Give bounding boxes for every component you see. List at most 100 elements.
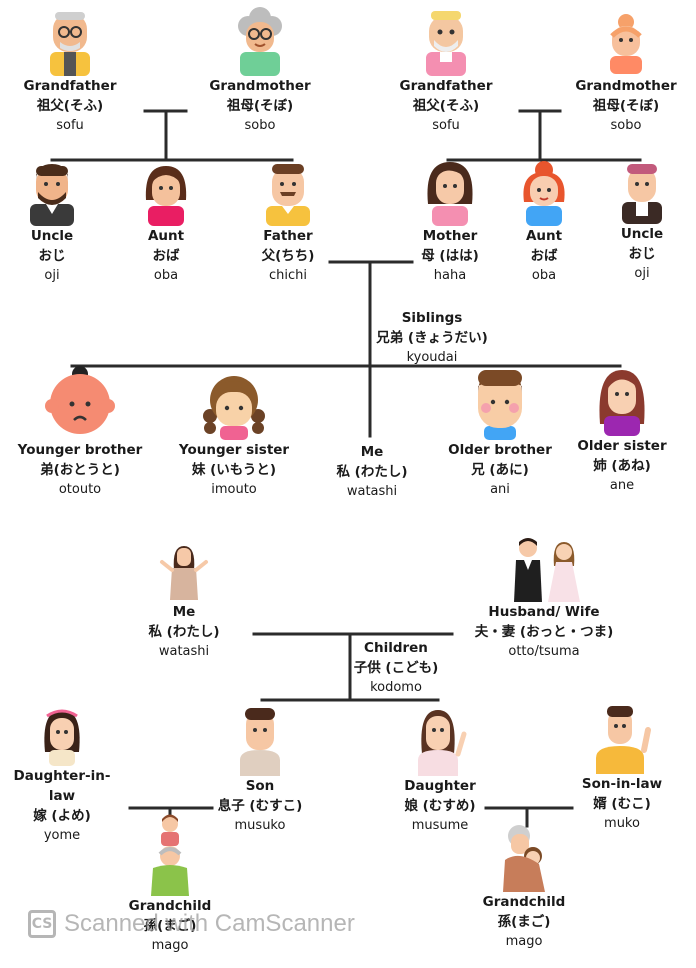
older-brother-avatar-icon: [478, 370, 522, 440]
me-romaji-label: watashi: [346, 484, 398, 499]
bride-and-groom-icon: [514, 538, 580, 602]
siblings-romaji-label: kyoudai: [406, 350, 458, 365]
son-in-law: Son-in-law 婿 (むこ) muko: [547, 704, 696, 834]
grandmother-jp-label: 祖母(そぼ): [592, 98, 660, 114]
father-en-label: Father: [263, 228, 313, 244]
aunt-avatar-icon: [523, 161, 565, 226]
grandmother-jp-label: 祖母(そぼ): [226, 98, 294, 114]
mother: Mother 母 (はは) haha: [375, 158, 525, 286]
daughter: Daughter 娘 (むすめ) musume: [365, 704, 515, 836]
uncle-paternal: Uncle おじ oji: [0, 158, 127, 286]
younger-sister: Younger sister 妹 (いもうと) imouto: [159, 366, 309, 500]
uncle-romaji-label: oji: [634, 266, 650, 281]
son-in-law-romaji-label: muko: [604, 816, 640, 831]
grandchild-romaji-label: mago: [505, 934, 543, 949]
grandmother-romaji-label: sobo: [610, 118, 642, 133]
aunt-en-label: Aunt: [525, 228, 563, 244]
daughter-romaji-label: musume: [411, 818, 469, 833]
grandfather-avatar-icon: [50, 12, 90, 76]
grandmother-romaji-label: sobo: [244, 118, 276, 133]
me-jp-label: 私 (わたし): [148, 624, 220, 640]
uncle-en-label: Uncle: [620, 226, 664, 242]
younger-brother-avatar-icon: [45, 366, 115, 434]
husband-wife: Husband/ Wife 夫・妻 (おっと・つま) otto/tsuma: [469, 536, 619, 662]
son-en-label: Son: [245, 778, 275, 794]
grandfather-jp-label: 祖父(そふ): [412, 98, 480, 114]
grandfather-romaji-label: sofu: [56, 118, 84, 133]
older-brother-jp-label: 兄 (あに): [471, 462, 529, 478]
older-sister-jp-label: 姉 (あね): [593, 458, 651, 474]
older-brother-en-label: Older brother: [448, 442, 552, 458]
aunt-jp-label: おば: [530, 248, 558, 264]
uncle-romaji-label: oji: [44, 268, 60, 283]
uncle-avatar-icon: [30, 164, 74, 226]
younger-sister-romaji-label: imouto: [211, 482, 257, 497]
aunt-paternal: Aunt おば oba: [91, 160, 241, 286]
watermark-text: Scanned with CamScanner: [64, 910, 355, 937]
father-avatar-icon: [266, 164, 310, 226]
grandfather-maternal: Grandfather 祖父(そふ) sofu: [371, 6, 521, 136]
daughter-en-label: Daughter: [404, 778, 476, 794]
mother-en-label: Mother: [422, 228, 478, 244]
daughter-in-law-avatar-icon: [44, 709, 80, 766]
mother-jp-label: 母 (はは): [421, 248, 479, 264]
grandchild-romaji-label: mago: [151, 938, 189, 953]
younger-sister-en-label: Younger sister: [178, 442, 290, 458]
older-sister-avatar-icon: [599, 370, 645, 436]
me-en-label: Me: [360, 444, 384, 460]
younger-sister-jp-label: 妹 (いもうと): [191, 462, 277, 478]
son-romaji-label: musuko: [234, 818, 286, 833]
son-in-law-avatar-icon: [596, 706, 651, 774]
mother-avatar-icon: [427, 162, 473, 226]
son: Son 息子 (むすこ) musuko: [185, 704, 335, 836]
older-sister: Older sister 姉 (あね) ane: [547, 364, 696, 496]
son-in-law-jp-label: 婿 (むこ): [593, 796, 651, 812]
children-romaji-label: kodomo: [370, 680, 422, 695]
older-sister-en-label: Older sister: [577, 438, 667, 454]
grandchild-right: Grandchild 孫(まご) mago: [449, 820, 599, 952]
aunt-en-label: Aunt: [147, 228, 185, 244]
daughter-jp-label: 娘 (むすめ): [404, 798, 476, 814]
daughter-in-law-en-label: Daughter-in-law: [13, 768, 111, 804]
children-jp-label: 子供 (こども): [353, 660, 439, 676]
daughter-in-law-jp-label: 嫁 (よめ): [33, 808, 91, 824]
daughter-in-law: Daughter-in-law 嫁 (よめ) yome: [0, 704, 137, 846]
children-label-group: Children 子供 (こども) kodomo: [321, 638, 471, 698]
spouse-jp-label: 夫・妻 (おっと・つま): [474, 624, 614, 640]
uncle-en-label: Uncle: [30, 228, 74, 244]
grandmother-avatar-icon: [238, 7, 282, 76]
grandparent-with-grandchild-icon: [151, 814, 189, 896]
aunt-jp-label: おば: [152, 248, 180, 264]
younger-brother: Younger brother 弟(おとうと) otouto: [5, 364, 155, 500]
older-brother: Older brother 兄 (あに) ani: [425, 366, 575, 500]
me-jp-label: 私 (わたし): [336, 464, 408, 480]
younger-brother-romaji-label: otouto: [58, 482, 102, 497]
uncle-maternal: Uncle おじ oji: [567, 156, 696, 284]
daughter-avatar-icon: [418, 710, 467, 776]
grandfather-en-label: Grandfather: [399, 78, 493, 94]
younger-brother-jp-label: 弟(おとうと): [40, 462, 120, 478]
grandfather-paternal: Grandfather 祖父(そふ) sofu: [0, 6, 145, 136]
grandmother-maternal: Grandmother 祖母(そぼ) sobo: [551, 6, 696, 136]
uncle-avatar-icon: [622, 164, 662, 224]
grandmother-avatar-icon: [610, 14, 642, 74]
grandchild-en-label: Grandchild: [128, 898, 212, 914]
father: Father 父(ちち) chichi: [213, 158, 363, 286]
daughter-in-law-romaji-label: yome: [43, 828, 81, 843]
spouse-en-label: Husband/ Wife: [488, 604, 600, 620]
aunt-maternal: Aunt おば oba: [469, 158, 619, 286]
siblings-jp-label: 兄弟 (きょうだい): [376, 330, 488, 346]
grandfather-en-label: Grandfather: [23, 78, 117, 94]
me-bottom: Me 私 (わたし) watashi: [109, 540, 259, 662]
younger-brother-en-label: Younger brother: [17, 442, 143, 458]
father-romaji-label: chichi: [269, 268, 307, 283]
grandmother-en-label: Grandmother: [209, 78, 311, 94]
aunt-romaji-label: oba: [531, 268, 557, 283]
aunt-avatar-icon: [145, 166, 187, 226]
son-jp-label: 息子 (むすこ): [217, 798, 303, 814]
children-en-label: Children: [364, 640, 428, 656]
camscanner-watermark: CS Scanned with CamScanner: [28, 910, 355, 938]
grandmother-en-label: Grandmother: [575, 78, 677, 94]
grandmother-paternal: Grandmother 祖母(そぼ) sobo: [185, 6, 335, 136]
me-romaji-label: watashi: [158, 644, 210, 659]
